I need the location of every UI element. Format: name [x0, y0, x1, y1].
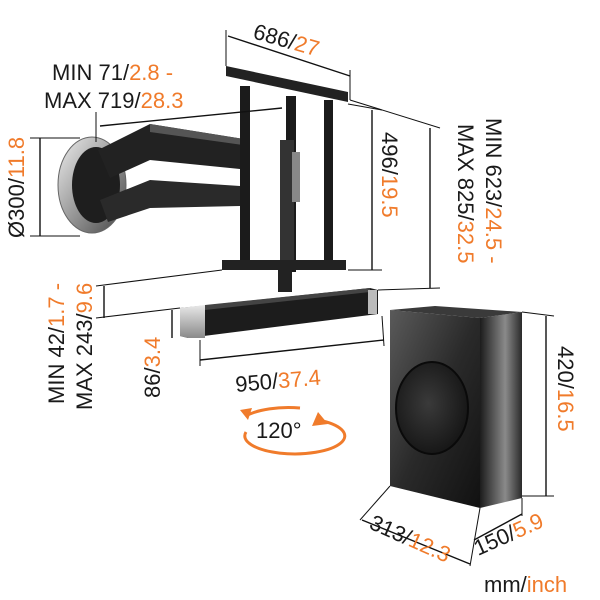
sub-width-label: 150/5.9 [470, 508, 547, 561]
soundbar [180, 288, 378, 338]
bracket-height-label: 496/19.5 [377, 132, 402, 218]
soundbar-height-label: 86/3.4 [140, 337, 165, 398]
soundbar-width-label: 950/37.4 [234, 365, 322, 397]
swing-arm-lower [100, 180, 240, 222]
dimension-lines [30, 30, 555, 567]
subwoofer [390, 306, 522, 508]
bracket-top-bar [226, 66, 348, 102]
overall-max-label: MAX 825/32.5 [453, 124, 478, 263]
extension-max-label: MAX 719/28.3 [44, 88, 183, 113]
wallplate-diameter-label: Ø300/11.8 [4, 137, 29, 238]
woofer-cone [395, 361, 469, 455]
wall-mount [57, 66, 348, 292]
unit-legend: mm/inch [484, 572, 567, 597]
overall-min-label: MIN 623/24.5 - [481, 118, 506, 264]
gap-max-label: MAX 243/9.6 [72, 283, 97, 410]
rotation-angle-label: 120° [256, 418, 302, 443]
sub-depth-label: 313/12.3 [366, 510, 454, 568]
bracket-bottom-bar [222, 260, 346, 270]
gap-min-label: MIN 42/1.7 - [44, 283, 69, 404]
rotation-arrow-icon [240, 406, 347, 456]
extension-min-label: MIN 71/2.8 - [52, 60, 173, 85]
sub-height-label: 420/16.5 [553, 346, 578, 432]
